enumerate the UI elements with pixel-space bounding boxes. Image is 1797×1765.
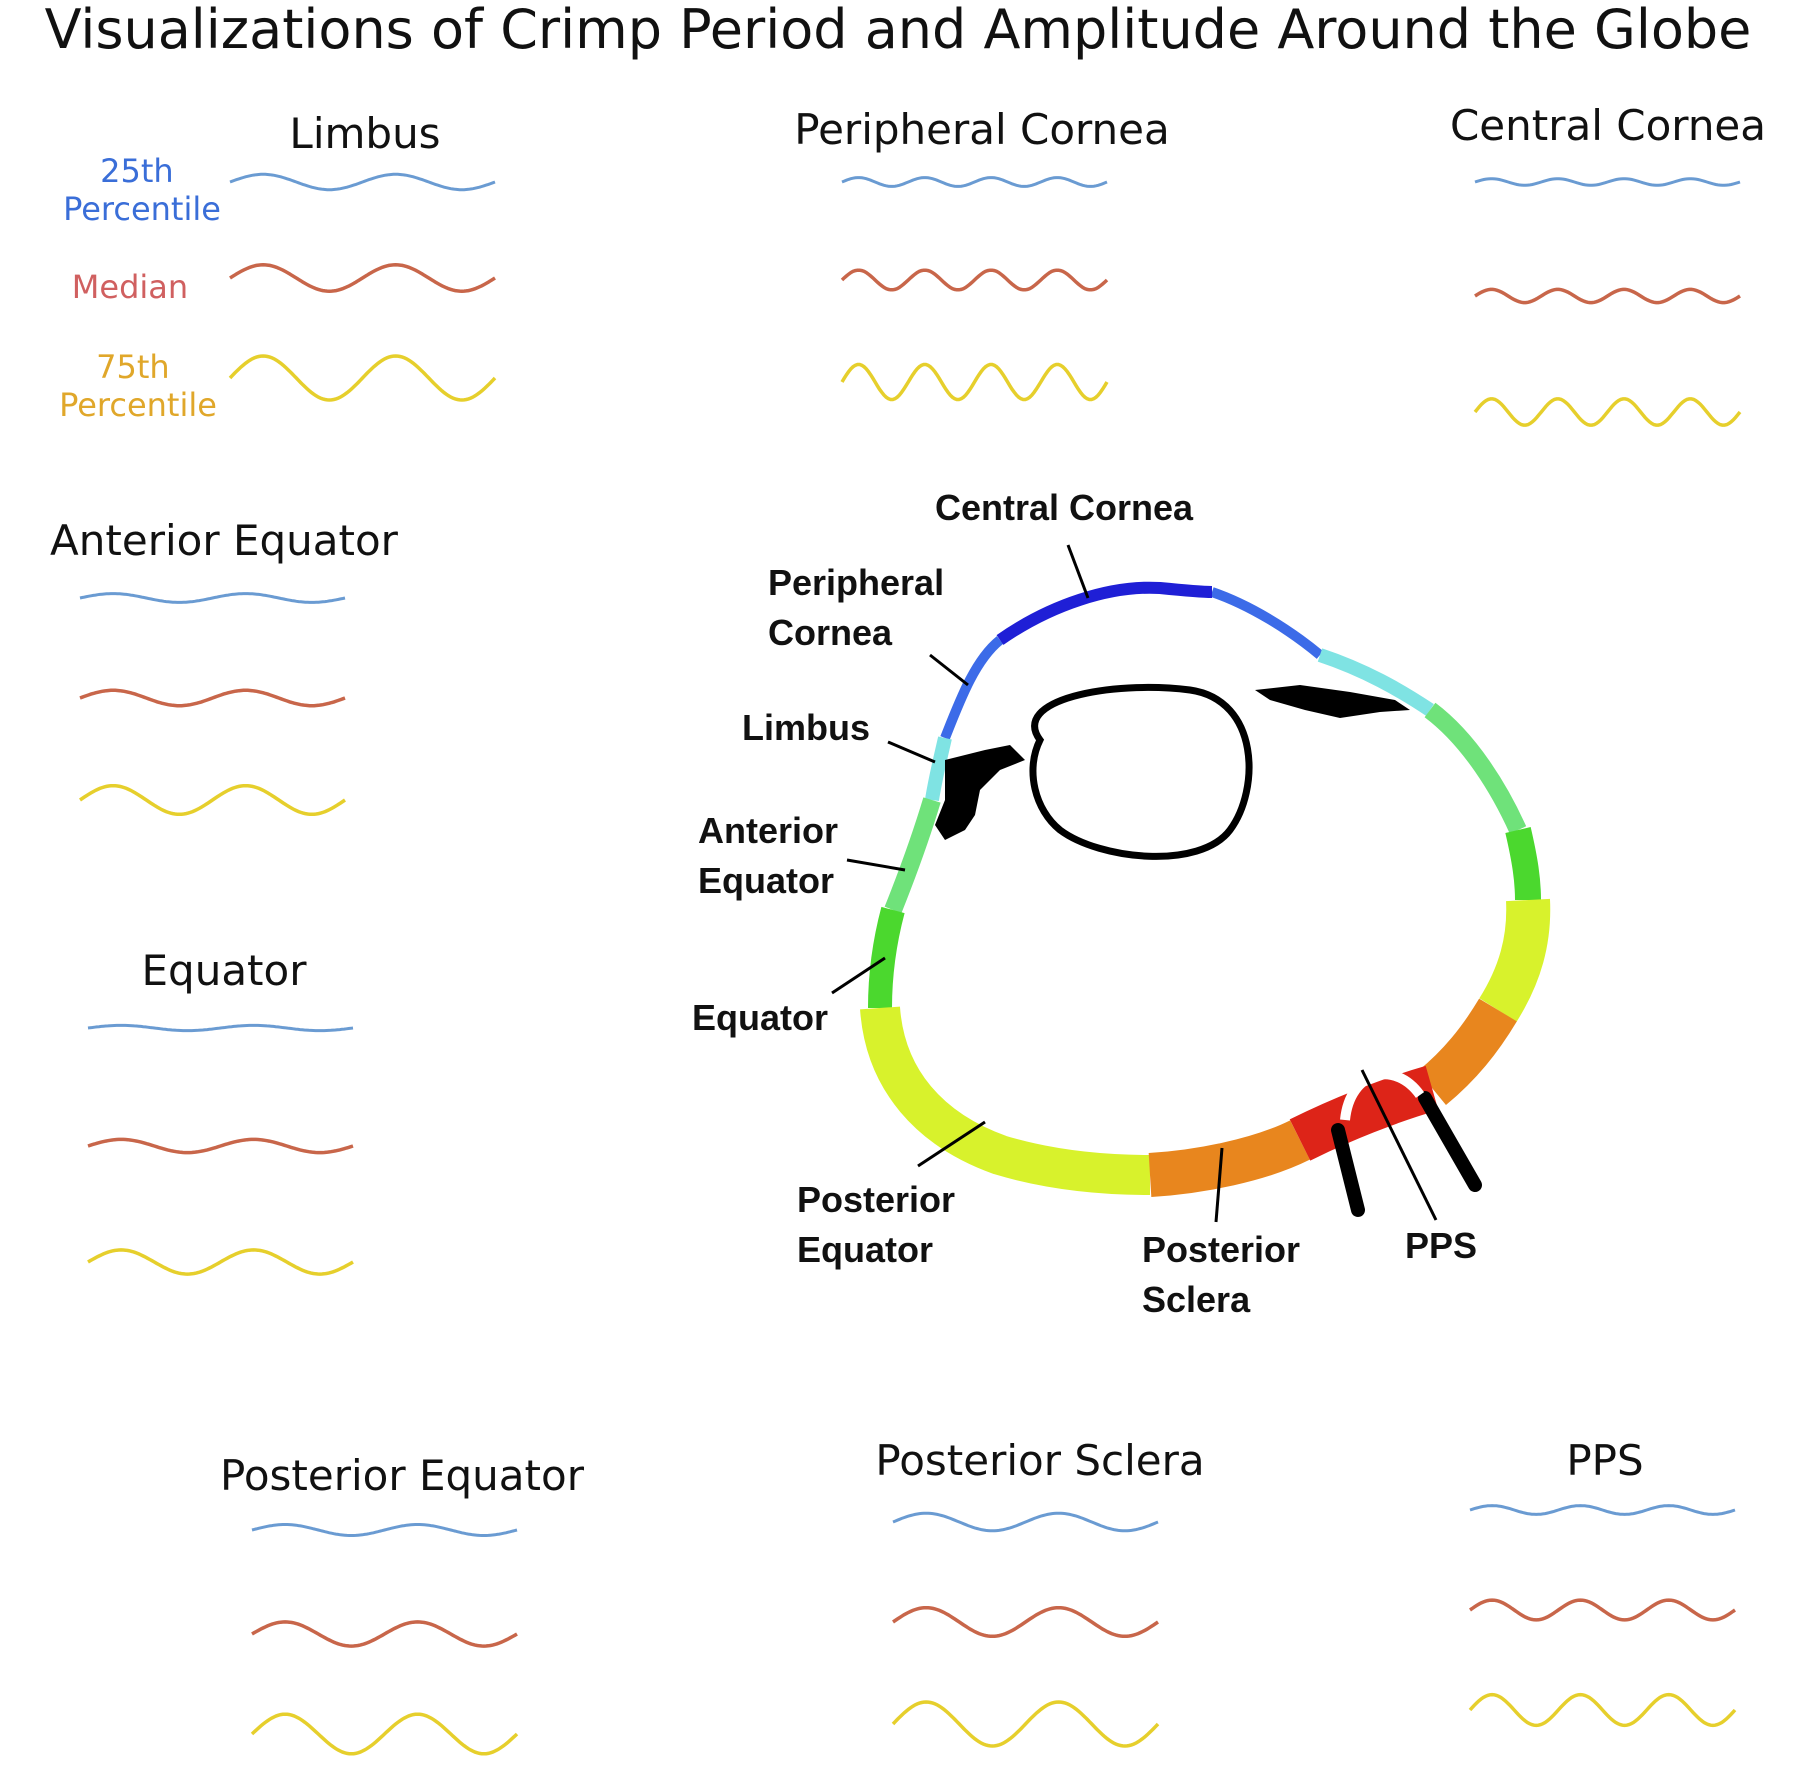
- wave-25th-percentile: [87, 1023, 354, 1033]
- globe-segment-posterior-equator-right: [1479, 898, 1551, 1022]
- wave-median: [1474, 287, 1741, 305]
- wave-25th-percentile: [251, 1523, 518, 1537]
- legend-median-label: Median: [72, 268, 188, 306]
- globe-label-anterior-equator-line1: Anterior: [698, 810, 838, 851]
- wave-panel-title: Limbus: [289, 109, 440, 158]
- globe-label-posterior-equator-line2: Equator: [797, 1229, 933, 1270]
- globe-segment-posterior-sclera-left: [1148, 1120, 1310, 1197]
- wave-25th-percentile: [841, 176, 1108, 188]
- leader-limbus: [887, 740, 936, 764]
- globe-segment-posterior-equator-left: [860, 1006, 1151, 1195]
- globe-diagram: Central Cornea Peripheral Cornea Limbus …: [692, 487, 1551, 1320]
- globe-segment-central-cornea: [996, 581, 1213, 645]
- globe-label-peripheral-cornea-line2: Cornea: [768, 612, 893, 653]
- wave-panel-peripheral-cornea: Peripheral Cornea: [794, 105, 1170, 402]
- wave-median: [840, 268, 1109, 292]
- legend-75th-line2: Percentile: [59, 386, 217, 424]
- wave-75th-percentile: [891, 1700, 1160, 1748]
- legend-25th-line1: 25th: [100, 152, 174, 190]
- globe-label-anterior-equator-line2: Equator: [698, 860, 834, 901]
- legend: 25th Percentile Median 75th Percentile: [59, 152, 221, 424]
- globe-label-posterior-sclera-line1: Posterior: [1142, 1229, 1300, 1270]
- ciliary-body-left: [935, 745, 1025, 840]
- wave-25th-percentile: [79, 592, 346, 604]
- globe-labels: Central Cornea Peripheral Cornea Limbus …: [692, 487, 1477, 1320]
- lens-shape: [1029, 683, 1253, 860]
- leader-lines: [831, 544, 1438, 1223]
- wave-panel-title: PPS: [1566, 1436, 1643, 1485]
- leader-anterior-equator: [846, 858, 906, 872]
- wave-panel-pps: PPS: [1468, 1436, 1737, 1728]
- ciliary-body-right: [1255, 685, 1410, 718]
- globe-segment-pps: [1289, 1065, 1439, 1161]
- globe-segment-anterior-equator-left: [884, 797, 941, 914]
- wave-panel-title: Central Cornea: [1450, 101, 1766, 150]
- wave-median: [229, 263, 496, 293]
- wave-panel-central-cornea: Central Cornea: [1450, 101, 1766, 427]
- legend-75th-line1: 75th: [96, 348, 170, 386]
- wave-25th-percentile: [892, 1511, 1159, 1533]
- globe-label-central-cornea: Central Cornea: [935, 487, 1194, 528]
- leader-pps: [1360, 1069, 1438, 1221]
- wave-panel-anterior-equator: Anterior Equator: [50, 516, 399, 817]
- globe-label-peripheral-cornea: Peripheral Cornea: [768, 562, 954, 653]
- leader-peripheral-cornea: [929, 653, 969, 687]
- optic-nerve-right: [1418, 1091, 1482, 1192]
- optic-nerve-left: [1331, 1123, 1365, 1217]
- wave-panel-title: Anterior Equator: [50, 516, 399, 565]
- legend-75th-label: 75th Percentile: [59, 348, 217, 424]
- wave-25th-percentile: [229, 172, 496, 192]
- globe-label-pps: PPS: [1405, 1225, 1477, 1266]
- wave-75th-percentile: [79, 783, 346, 817]
- wave-panel-posterior-equator: Posterior Equator: [220, 1451, 585, 1756]
- globe-segment-posterior-sclera-right: [1417, 998, 1517, 1105]
- globe-label-posterior-sclera: Posterior Sclera: [1142, 1229, 1310, 1320]
- legend-25th-line2: Percentile: [63, 190, 221, 228]
- leader-posterior-sclera: [1214, 1147, 1224, 1223]
- wave-75th-percentile: [228, 354, 497, 402]
- globe-label-posterior-equator-line1: Posterior: [797, 1179, 955, 1220]
- globe-label-posterior-sclera-line2: Sclera: [1142, 1279, 1251, 1320]
- leader-central-cornea: [1066, 544, 1090, 599]
- globe-segment-limbus-right: [1317, 648, 1434, 716]
- globe-wall: [860, 581, 1551, 1197]
- globe-label-anterior-equator: Anterior Equator: [698, 810, 848, 901]
- wave-panel-posterior-sclera: Posterior Sclera: [875, 1436, 1205, 1748]
- wave-panel-title: Posterior Sclera: [875, 1436, 1204, 1485]
- globe-segment-peripheral-cornea: [940, 636, 1004, 740]
- optic-nerve-inner: [1340, 1069, 1425, 1121]
- globe-segment-peripheral-cornea-right: [1210, 587, 1324, 659]
- wave-75th-percentile: [840, 362, 1109, 402]
- wave-75th-percentile: [1468, 1692, 1737, 1728]
- globe-label-posterior-equator: Posterior Equator: [797, 1179, 965, 1270]
- wave-median: [892, 1605, 1159, 1639]
- globe-label-equator: Equator: [692, 997, 828, 1038]
- legend-25th-label: 25th Percentile: [63, 152, 221, 228]
- wave-75th-percentile: [250, 1712, 519, 1756]
- globe-segment-limbus-left: [925, 736, 952, 802]
- wave-75th-percentile: [87, 1248, 354, 1276]
- wave-median: [1469, 1598, 1736, 1622]
- leader-equator: [831, 956, 886, 995]
- globe-segment-equator-right: [1505, 827, 1541, 901]
- wave-panel-limbus: Limbus: [228, 109, 497, 402]
- leader-posterior-equator: [917, 1120, 986, 1168]
- wave-median: [251, 1620, 518, 1648]
- wave-median: [87, 1137, 354, 1155]
- globe-label-peripheral-cornea-line1: Peripheral: [768, 562, 944, 603]
- wave-panel-title: Peripheral Cornea: [794, 105, 1170, 154]
- globe-label-limbus: Limbus: [742, 707, 870, 748]
- wave-median: [79, 688, 346, 708]
- wave-75th-percentile: [1473, 397, 1742, 427]
- figure-title: Visualizations of Crimp Period and Ampli…: [45, 0, 1752, 61]
- wave-25th-percentile: [1469, 1504, 1736, 1516]
- wave-panel-title: Equator: [142, 946, 308, 995]
- globe-segment-anterior-equator-right: [1424, 702, 1527, 834]
- wave-panel-title: Posterior Equator: [220, 1451, 585, 1500]
- wave-25th-percentile: [1474, 177, 1741, 187]
- wave-panel-equator: Equator: [87, 946, 354, 1276]
